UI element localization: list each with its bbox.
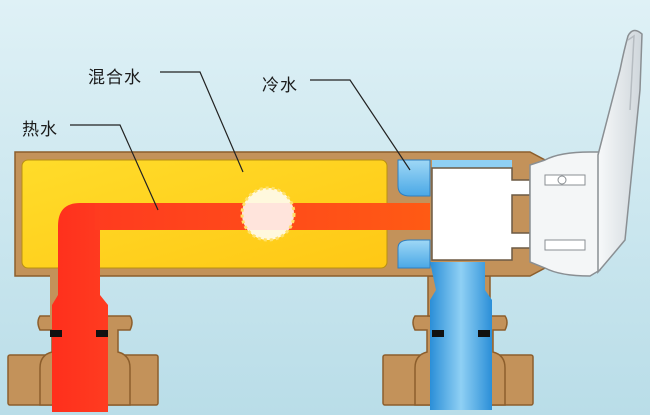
hot-seal-mark-left — [50, 330, 62, 337]
cold-seal-mark-right — [478, 330, 490, 337]
mixing-outlet-gear — [240, 186, 296, 242]
mixed-water-label: 混合水 — [88, 68, 142, 88]
handle-lever — [597, 29, 643, 275]
cold-seal-mark-left — [432, 330, 444, 337]
hot-seal-mark-right — [96, 330, 108, 337]
mixed-water-leader — [160, 71, 244, 173]
cold-water-leader — [310, 79, 411, 171]
valve-cartridge — [431, 151, 601, 277]
hot-water-label: 热水 — [22, 120, 58, 140]
cold-water-pipe — [430, 262, 492, 410]
hot-water-leader — [70, 124, 159, 211]
cold-water-chamber — [397, 159, 512, 269]
callout-leaders — [70, 71, 411, 211]
cold-water-label: 冷水 — [262, 76, 298, 96]
